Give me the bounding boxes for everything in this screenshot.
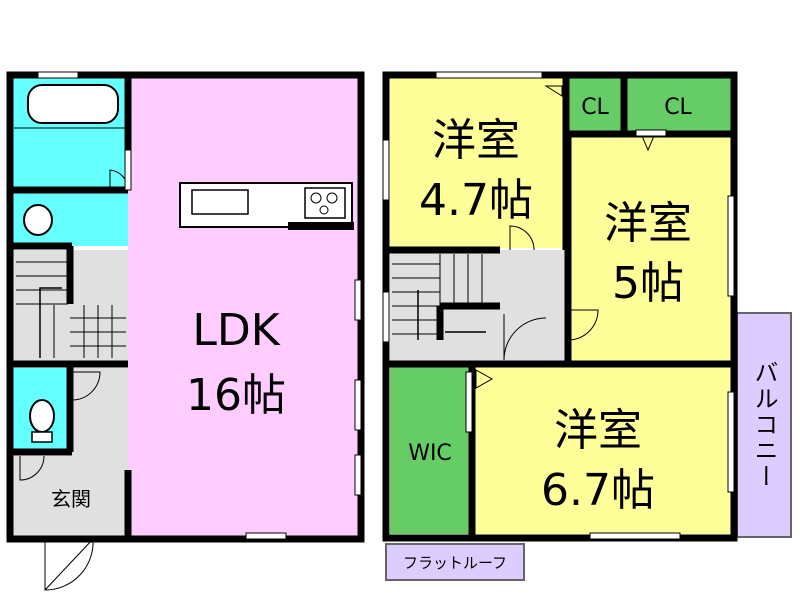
room-c-label: 洋室 (554, 405, 642, 456)
windows-1f (37, 71, 362, 540)
closet-1-label: CL (581, 95, 609, 120)
flat-roof-label: フラットルーフ (403, 554, 507, 572)
counter-base (288, 222, 354, 230)
washbasin-icon (23, 204, 53, 236)
closet-1 (566, 78, 624, 132)
western-room-b (570, 136, 731, 362)
room-b-size-label: 5帖 (612, 258, 684, 309)
wic-label: WIC (408, 441, 452, 466)
bathtub-icon (27, 84, 119, 124)
floor-1: LDK 16帖 玄関 (6, 71, 365, 591)
stair-arrow-1f (39, 287, 62, 358)
room-a-label: 洋室 (432, 115, 520, 166)
room-b-label: 洋室 (604, 198, 692, 249)
windows-2f (382, 71, 735, 540)
stair-treads-2f (392, 254, 483, 335)
stove-icon (304, 187, 346, 219)
room-a-size-label: 4.7帖 (419, 175, 533, 226)
western-room-c (474, 366, 731, 534)
flat-roof (385, 543, 525, 581)
ldk-size-label: 16帖 (186, 370, 286, 421)
balcony-label: バルコニー (750, 360, 778, 490)
ldk-label: LDK (192, 305, 280, 356)
room-c-size-label: 6.7帖 (541, 465, 655, 516)
closet-2-label: CL (664, 95, 692, 120)
sink-icon (191, 189, 249, 215)
entrance-label: 玄関 (51, 487, 91, 511)
closet-2 (627, 78, 731, 132)
walk-in-closet (390, 366, 470, 534)
burner-icon (326, 192, 338, 204)
toilet-tank-icon (31, 431, 53, 443)
doors-1f (19, 169, 129, 591)
toilet-icon (29, 399, 55, 433)
ldk-room (128, 78, 358, 536)
burner-icon (310, 192, 322, 204)
entrance-floor (13, 456, 128, 536)
burner-icon (319, 205, 329, 215)
floor-2: 洋室 4.7帖 洋室 5帖 洋室 6.7帖 CL CL WIC バルコニー フラ… (382, 71, 792, 581)
doors-2f (475, 85, 655, 389)
western-room-a (390, 78, 565, 248)
